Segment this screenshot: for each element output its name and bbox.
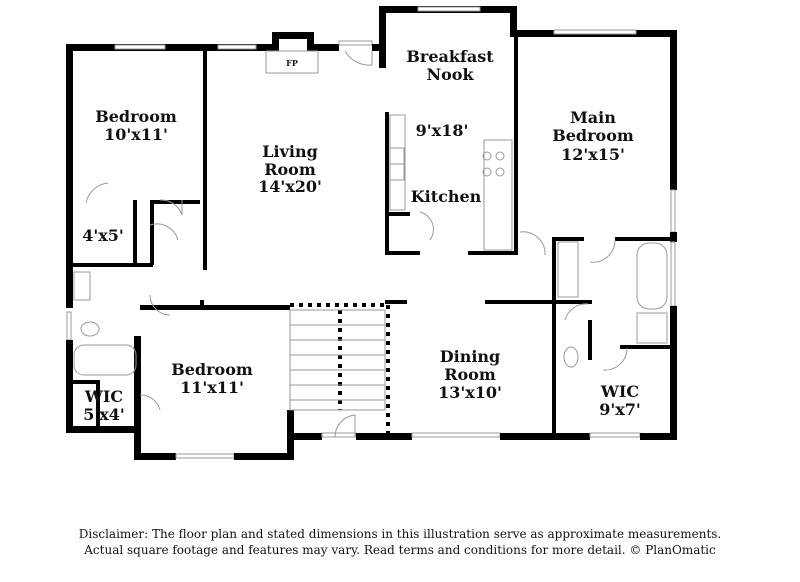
room-dims: 11'x11' — [180, 378, 244, 397]
kitchen-counter — [389, 114, 406, 211]
walls — [66, 6, 677, 460]
vanity-2 — [73, 271, 91, 301]
room-name: Bedroom — [95, 107, 177, 126]
toilet — [563, 346, 579, 368]
room-wic-2: WIC 9'x7' — [599, 382, 641, 419]
room-dims: 9'x7' — [599, 400, 641, 419]
room-name: Bedroom — [171, 360, 253, 379]
room-dims: 4'x5' — [82, 226, 124, 245]
room-name: Room — [264, 160, 316, 179]
room-name: Main — [570, 108, 616, 127]
room-dims: 13'x10' — [438, 383, 502, 402]
room-name: Living — [262, 142, 318, 161]
double-vanity — [557, 241, 579, 298]
room-bedroom-2: Bedroom 11'x11' — [171, 360, 253, 397]
room-dims: 12'x15' — [561, 145, 625, 164]
dining-divider — [290, 303, 390, 433]
fireplace-label: FP — [286, 58, 298, 68]
room-name: Dining — [440, 347, 500, 366]
room-name: Breakfast — [406, 47, 494, 66]
room-living-room: Living Room 14'x20' — [258, 142, 322, 196]
room-dims: 14'x20' — [258, 177, 322, 196]
toilet-2 — [80, 321, 100, 337]
room-dims: 10'x11' — [104, 125, 168, 144]
room-name: WIC — [84, 387, 123, 406]
room-name: Nook — [426, 65, 474, 84]
room-wic-1: WIC 5'x4' — [83, 387, 125, 424]
doors — [85, 50, 628, 438]
room-bedroom-1: Bedroom 10'x11' — [95, 107, 177, 144]
room-dining-room: Dining Room 13'x10' — [438, 347, 502, 402]
disclaimer-line-1: Disclaimer: The floor plan and stated di… — [78, 527, 722, 541]
room-dims: 5'x4' — [83, 405, 125, 424]
room-name: Room — [444, 365, 496, 384]
room-main-bedroom: Main Bedroom 12'x15' — [552, 108, 634, 164]
room-dims: 9'x18' — [416, 121, 469, 140]
room-name: Kitchen — [411, 187, 482, 206]
stairs — [289, 309, 386, 411]
disclaimer-line-2: Actual square footage and features may v… — [84, 543, 716, 557]
room-name: Bedroom — [552, 126, 634, 145]
room-kitchen: Kitchen — [411, 187, 482, 206]
room-closet: 4'x5' — [82, 226, 124, 245]
kitchen-counter-right — [483, 139, 513, 251]
fixtures — [73, 50, 668, 376]
bathtub-2 — [73, 344, 137, 376]
room-breakfast-nook: Breakfast Nook 9'x18' — [406, 47, 494, 140]
bathtub — [636, 242, 668, 310]
room-name: WIC — [600, 382, 639, 401]
shower — [636, 312, 668, 344]
fireplace — [265, 50, 319, 74]
